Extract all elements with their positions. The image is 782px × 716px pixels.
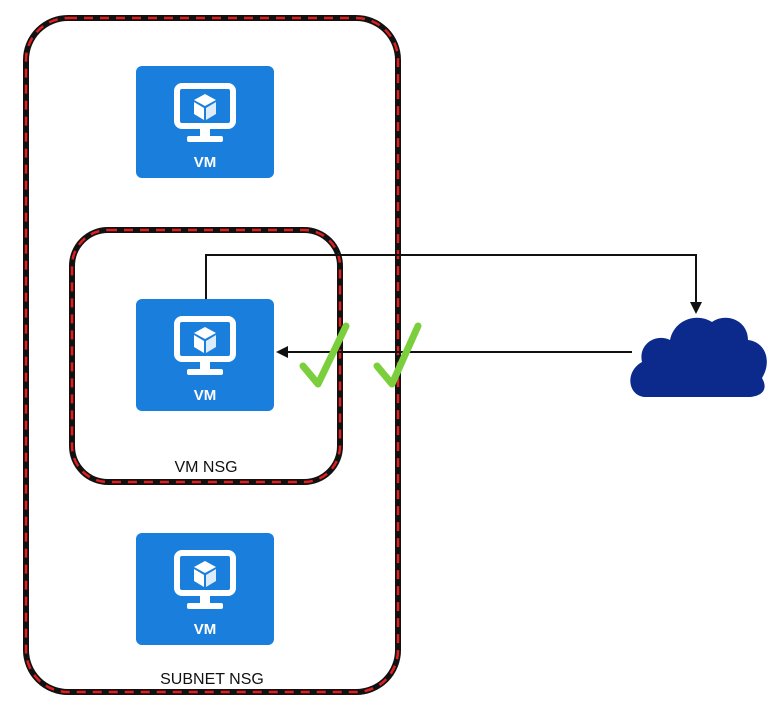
vm-tile-bottom[interactable]: VM — [136, 533, 274, 645]
vm-label: VM — [194, 387, 217, 404]
outbound-flow-arrow — [205, 254, 702, 314]
vm-tile-top[interactable]: VM — [136, 66, 274, 178]
vm-nsg-label: VM NSG — [174, 459, 237, 476]
cloud-icon[interactable] — [630, 317, 767, 397]
checkmark-icon — [299, 322, 350, 388]
vm-tile-middle[interactable]: VM — [136, 299, 274, 411]
vm-label: VM — [194, 621, 217, 638]
checkmark-icon — [373, 322, 422, 388]
vm-nsg-boundary — [69, 227, 343, 485]
subnet-nsg-boundary — [23, 15, 401, 695]
vm-label: VM — [194, 154, 217, 171]
subnet-nsg-label: SUBNET NSG — [160, 671, 264, 688]
